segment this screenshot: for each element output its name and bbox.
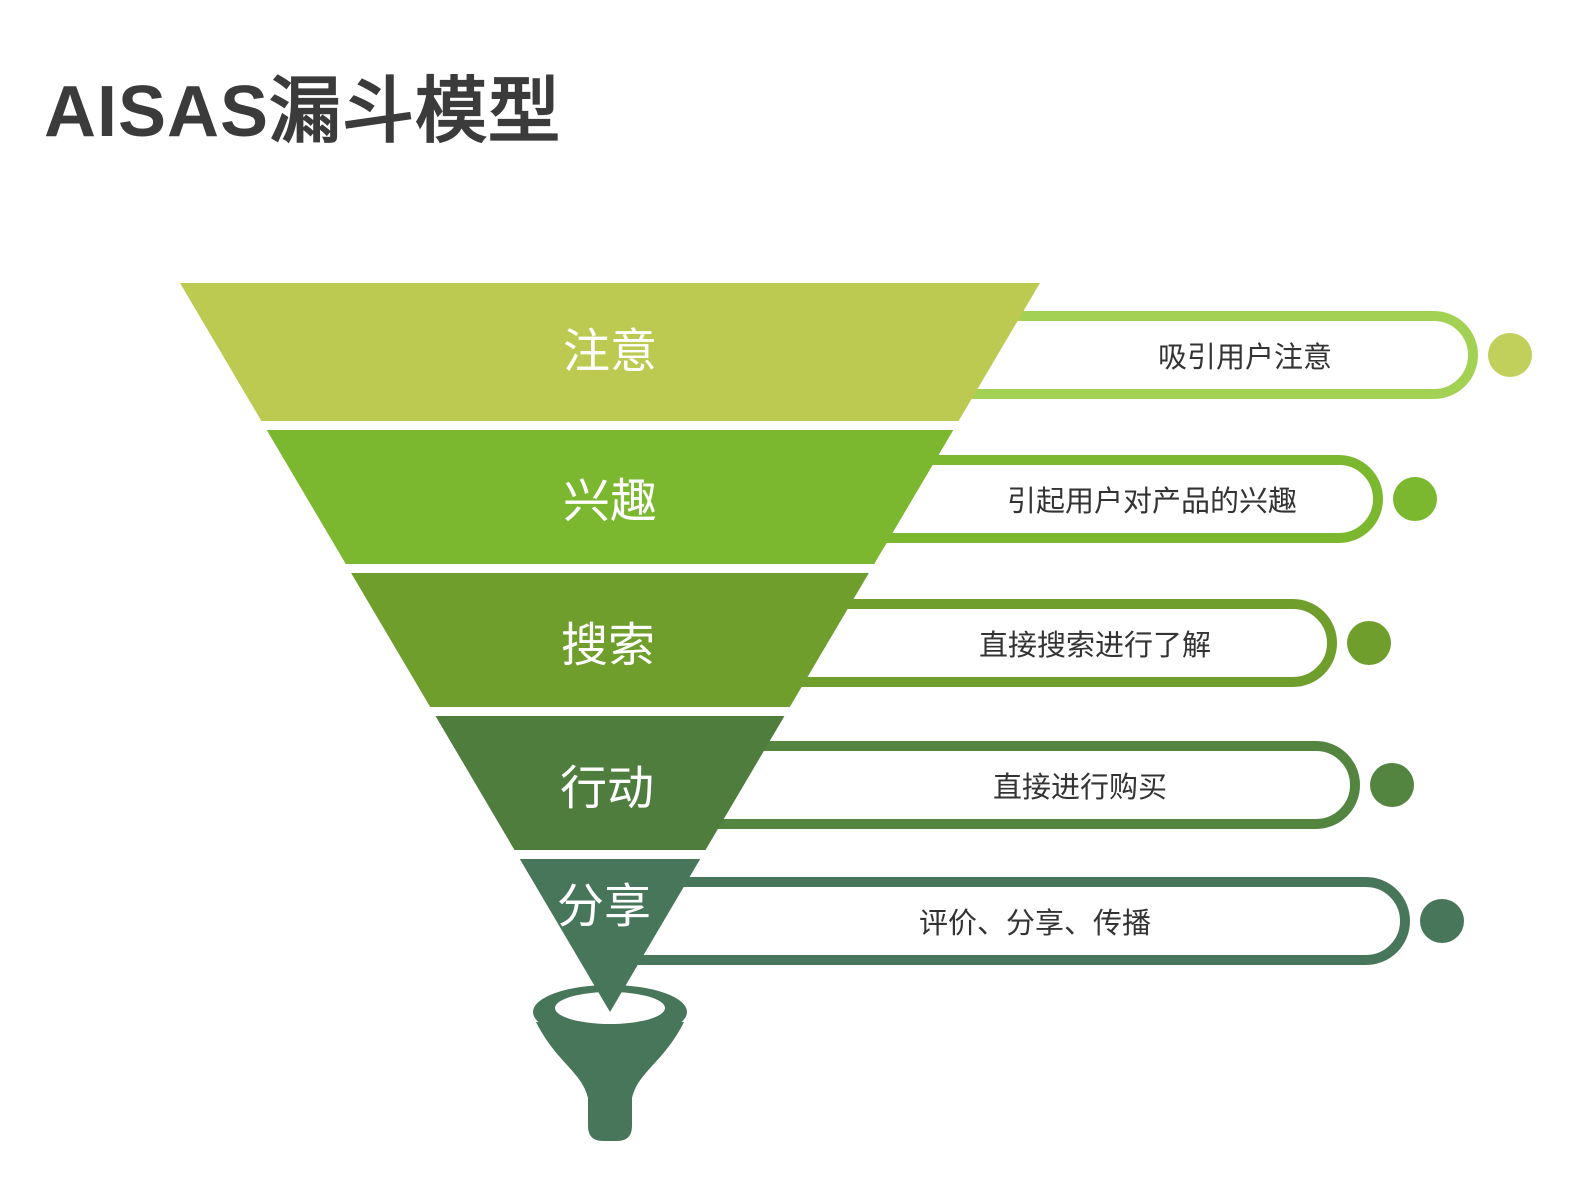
pill-action-text: 直接进行购买 xyxy=(992,772,1167,804)
pill-action: 直接进行购买 xyxy=(650,741,1360,829)
label-share: 分享 xyxy=(557,879,651,933)
pill-interest-text: 引起用户对产品的兴趣 xyxy=(1006,486,1297,518)
funnel-icon-opening xyxy=(555,992,665,1024)
pill-interest: 引起用户对产品的兴趣 xyxy=(790,455,1383,543)
pill-attention: 吸引用户注意 xyxy=(870,311,1478,399)
funnel-icon-rim xyxy=(533,985,687,1039)
page-title: AISAS漏斗模型 xyxy=(44,72,562,152)
label-search: 搜索 xyxy=(561,618,655,672)
dot-search xyxy=(1347,621,1391,665)
dot-action xyxy=(1370,763,1414,807)
pill-search: 直接搜索进行了解 xyxy=(720,599,1337,687)
label-interest: 兴趣 xyxy=(563,474,657,528)
dot-share xyxy=(1420,899,1464,943)
pill-search-text: 直接搜索进行了解 xyxy=(978,630,1211,662)
funnel-icon xyxy=(533,985,687,1141)
pill-attention-text: 吸引用户注意 xyxy=(1157,342,1332,374)
dot-attention xyxy=(1488,333,1532,377)
label-attention: 注意 xyxy=(563,324,657,378)
dot-interest xyxy=(1393,477,1437,521)
pill-share-text: 评价、分享、传播 xyxy=(918,908,1151,940)
pill-share: 评价、分享、传播 xyxy=(580,877,1410,965)
label-action: 行动 xyxy=(560,761,654,815)
funnel-icon-cone xyxy=(536,1022,684,1141)
